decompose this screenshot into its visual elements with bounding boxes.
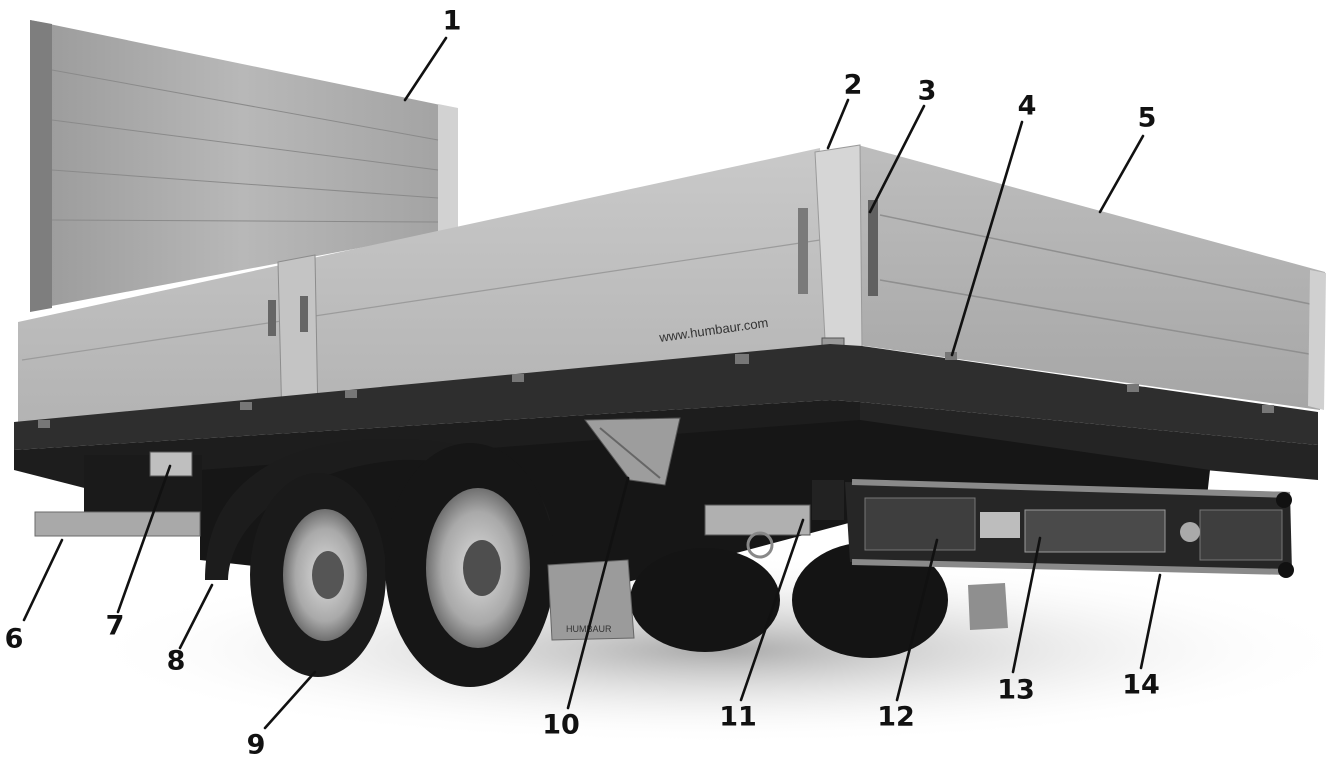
wheel-rear — [385, 443, 555, 687]
callout-8: 8 — [166, 645, 186, 677]
right-side-wall — [858, 145, 1326, 410]
leader-9 — [263, 670, 317, 730]
callout-14: 14 — [1122, 669, 1160, 701]
leader-2 — [826, 98, 850, 150]
leader-14 — [1139, 573, 1162, 670]
callout-10: 10 — [542, 709, 580, 741]
callout-3: 3 — [917, 75, 937, 107]
wheel-front — [250, 473, 386, 677]
wheels-far-side — [630, 542, 948, 658]
leader-12 — [895, 538, 939, 702]
leader-1 — [403, 36, 448, 102]
rear-light-bar — [845, 479, 1294, 578]
drawbar-coupling — [704, 480, 844, 559]
leader-6 — [22, 538, 64, 622]
leader-5 — [1098, 134, 1145, 214]
spare-wheel-bracket — [584, 417, 681, 486]
callout-5: 5 — [1137, 102, 1157, 134]
leader-7 — [116, 464, 172, 614]
mudguard — [205, 438, 550, 580]
callout-9: 9 — [246, 729, 266, 761]
leader-8 — [178, 583, 214, 650]
front-wall — [30, 20, 458, 312]
callout-12: 12 — [877, 701, 915, 733]
callout-1: 1 — [442, 5, 462, 37]
mudflap: HUMBAUR — [547, 559, 1008, 641]
leader-11 — [739, 518, 805, 702]
leader-4 — [950, 120, 1024, 357]
left-side-wall: www.humbaur.com — [18, 148, 830, 425]
callout-2: 2 — [843, 69, 863, 101]
leader-3 — [868, 104, 926, 214]
leader-10 — [566, 476, 630, 710]
callout-4: 4 — [1017, 90, 1037, 122]
callout-7: 7 — [105, 610, 125, 642]
callout-13: 13 — [997, 674, 1035, 706]
leader-13 — [1011, 536, 1042, 674]
callout-6: 6 — [4, 623, 24, 655]
callout-11: 11 — [719, 701, 757, 733]
callout-leader-lines — [22, 36, 1162, 730]
underrun-guard — [34, 451, 202, 537]
